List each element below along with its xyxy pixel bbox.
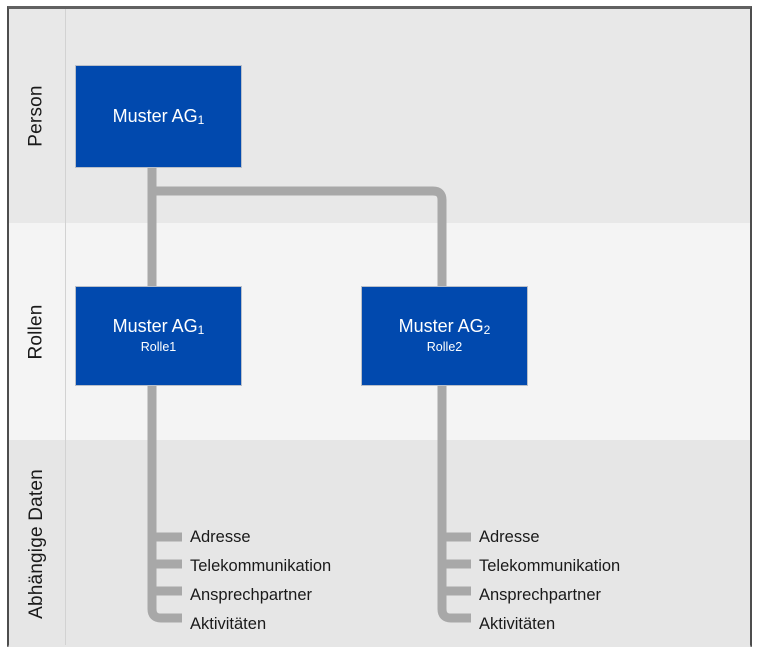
node-rolle1-title: Muster AG1 <box>112 316 205 338</box>
dependent-data-item[interactable]: Adresse <box>190 528 251 546</box>
dependent-data-item[interactable]: Ansprechpartner <box>479 586 601 604</box>
band-daten <box>9 440 750 647</box>
dependent-data-item[interactable]: Telekommunikation <box>190 557 332 575</box>
dependent-data-item[interactable]: Telekommunikation <box>479 557 621 575</box>
dependent-data-item[interactable]: Ansprechpartner <box>190 586 312 604</box>
node-rolle2-title-text: Muster AG <box>398 316 484 337</box>
band-label-rollen: Rollen <box>9 223 65 440</box>
band-label-abhaengige-daten: Abhängige Daten <box>9 440 65 647</box>
diagram-frame: Person Rollen Abhängige Daten <box>7 6 752 647</box>
band-label-person-text: Person <box>26 85 47 147</box>
band-label-abhaengige-daten-text: Abhängige Daten <box>26 468 47 619</box>
node-person-title-text: Muster AG <box>112 105 198 126</box>
band-label-person: Person <box>9 9 65 223</box>
node-rolle1-title-text: Muster AG <box>112 316 198 337</box>
node-rolle2-subtitle: Rolle2 <box>426 339 463 354</box>
node-rolle2-title: Muster AG2 <box>398 316 491 338</box>
dependent-data-list-left: Adresse Telekommunikation Ansprechpartne… <box>190 523 331 639</box>
node-rolle2-muster-ag[interactable]: Muster AG2 Rolle2 <box>361 286 528 386</box>
dependent-data-list-right: Adresse Telekommunikation Ansprechpartne… <box>479 523 620 639</box>
node-rolle1-subtitle: Rolle1 <box>140 339 177 354</box>
node-rolle1-title-subscript: 1 <box>197 323 205 338</box>
dependent-data-item[interactable]: Adresse <box>479 528 540 546</box>
dependent-data-item[interactable]: Aktivitäten <box>190 615 267 633</box>
node-person-title-subscript: 1 <box>197 112 205 127</box>
band-label-rollen-text: Rollen <box>25 303 47 360</box>
node-person-muster-ag[interactable]: Muster AG1 <box>75 65 242 168</box>
node-person-title: Muster AG1 <box>112 105 205 127</box>
dependent-data-item[interactable]: Aktivitäten <box>479 615 556 633</box>
node-rolle2-title-subscript: 2 <box>483 323 491 338</box>
node-rolle1-muster-ag[interactable]: Muster AG1 Rolle1 <box>75 286 242 386</box>
label-column-divider <box>65 9 66 645</box>
